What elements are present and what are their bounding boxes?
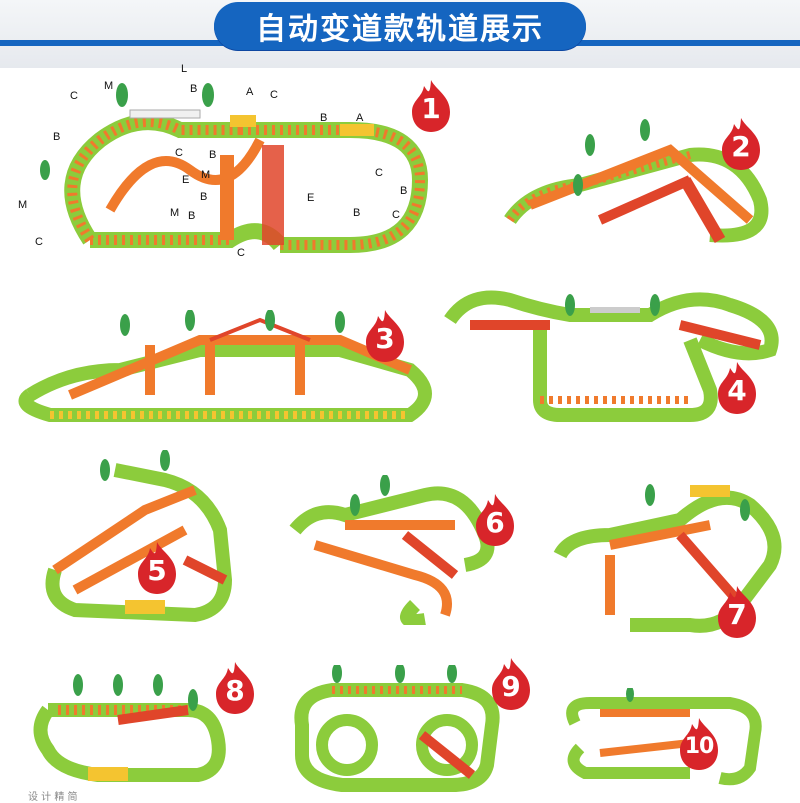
label-C-7: C (237, 247, 245, 259)
badge-number: 8 (225, 674, 245, 707)
label-M-1: M (104, 80, 114, 92)
label-C-2: C (270, 89, 278, 101)
label-E-1: E (182, 174, 190, 186)
track-layout-8 (28, 670, 238, 790)
badge-3: 3 (360, 308, 410, 364)
label-A-1: A (246, 86, 254, 98)
badge-7: 7 (712, 584, 762, 640)
badge-number: 1 (421, 92, 441, 125)
badge-number: 6 (485, 506, 505, 539)
label-C-3: C (175, 147, 183, 159)
badge-number: 9 (501, 670, 521, 703)
badge-6: 6 (470, 492, 520, 548)
label-B-7: B (188, 210, 196, 222)
badge-1: 1 (406, 78, 456, 134)
label-M-4: M (170, 207, 180, 219)
badge-number: 7 (727, 598, 747, 631)
badge-5: 5 (132, 540, 182, 596)
badge-9: 9 (486, 656, 536, 712)
label-L: L (181, 63, 188, 75)
badge-8: 8 (210, 660, 260, 716)
label-B-5: B (400, 185, 408, 197)
badge-number: 3 (375, 322, 395, 355)
label-C-4: C (375, 167, 383, 179)
track-layout-10 (560, 688, 770, 788)
badge-4: 4 (712, 360, 762, 416)
label-C-5: C (392, 209, 400, 221)
label-C-6: C (35, 236, 43, 248)
label-B-8: B (353, 207, 361, 219)
label-B-3: B (53, 131, 61, 143)
label-A-2: A (356, 112, 364, 124)
label-B-1: B (190, 83, 198, 95)
label-M-2: M (201, 169, 211, 181)
badge-number: 5 (147, 554, 167, 587)
label-B-2: B (320, 112, 328, 124)
badge-number: 4 (727, 374, 747, 407)
title-pill: 自动变道款轨道展示 (214, 2, 586, 50)
track-layout-4 (440, 280, 790, 430)
badge-number: 2 (731, 130, 751, 163)
badge-2: 2 (716, 116, 766, 172)
badge-number: 10 (684, 734, 715, 759)
label-B-6: B (200, 191, 208, 203)
track-layout-5 (35, 450, 255, 630)
label-E-2: E (307, 192, 315, 204)
label-C-1: C (70, 90, 78, 102)
track-layout-6 (285, 475, 515, 625)
footer-caption: 设 计 精 简 (28, 792, 78, 803)
badge-10: 10 (674, 716, 724, 772)
label-B-4: B (209, 149, 217, 161)
page-title: 自动变道款轨道展示 (256, 12, 544, 47)
track-layout-1 (30, 70, 450, 270)
track-layout-9 (292, 665, 507, 795)
label-M-3: M (18, 199, 28, 211)
